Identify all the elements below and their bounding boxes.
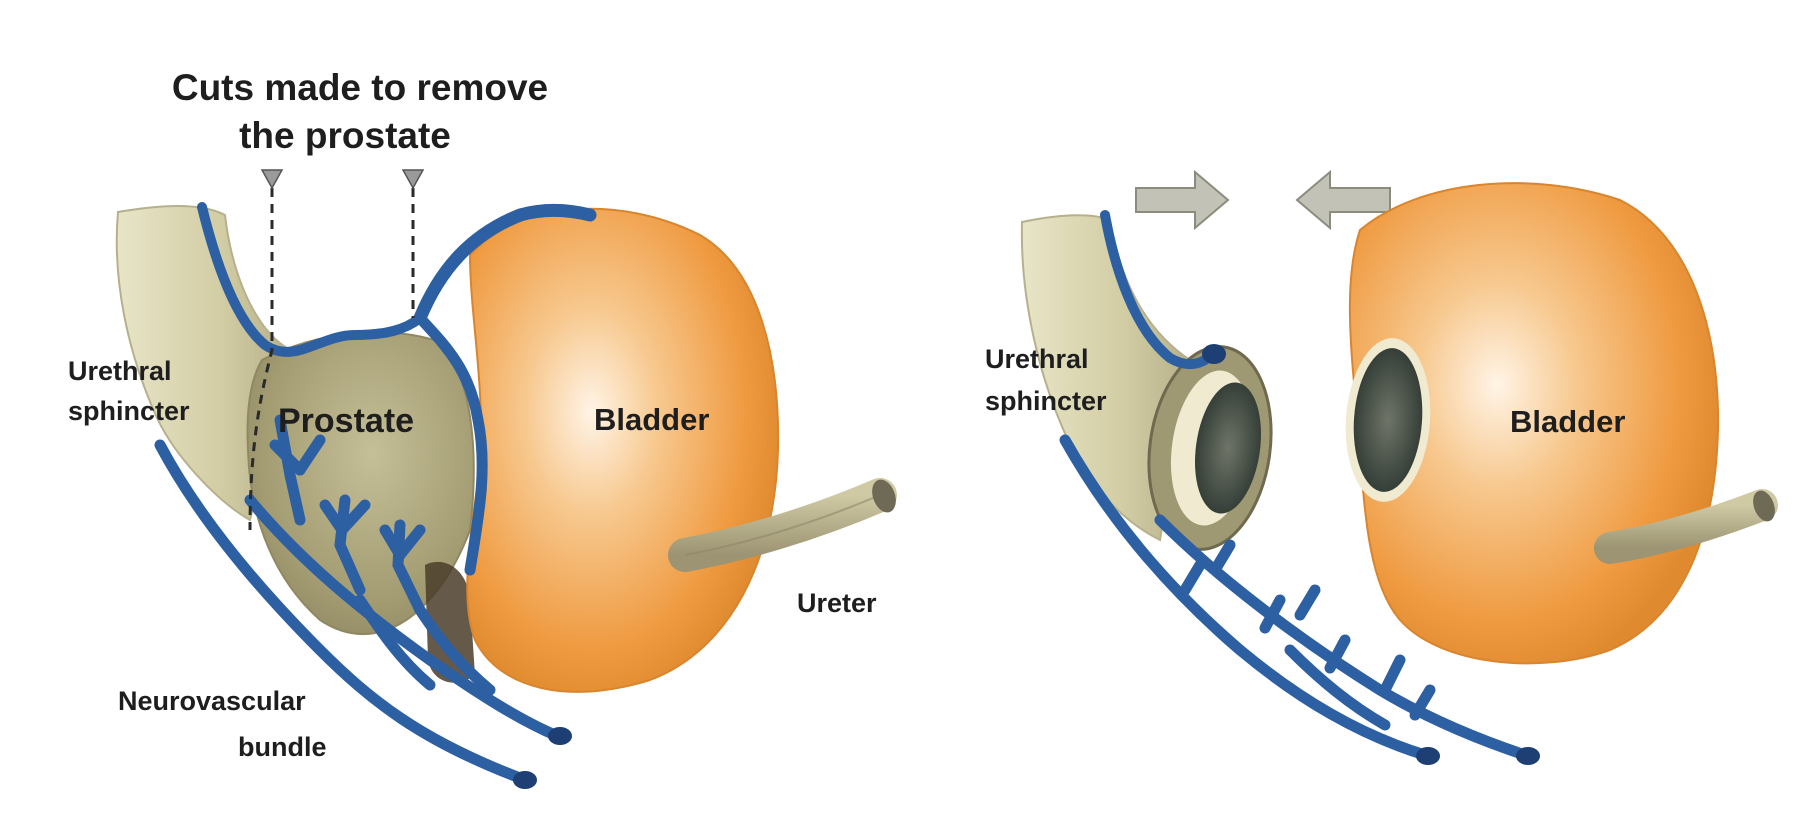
left-upper-vessel xyxy=(197,202,425,357)
right-arrow-pointing-left-icon xyxy=(1295,169,1391,231)
left-ureter-label: Ureter xyxy=(797,588,877,618)
left-bladder-neck-vessel xyxy=(413,203,597,325)
right-urethral-label-line2: sphincter xyxy=(985,386,1107,416)
left-prostate-bladder-vessel xyxy=(414,312,488,576)
right-ureter-opening xyxy=(1753,490,1775,522)
right-upper-vessel xyxy=(1100,210,1217,370)
right-ureter-shape xyxy=(1594,489,1778,564)
right-urethral-label-line1: Urethral xyxy=(985,344,1089,374)
left-caption-line1: Cuts made to remove xyxy=(172,67,548,108)
left-bundle-end-1 xyxy=(513,771,537,789)
right-bladder-neck-opening xyxy=(1353,348,1423,492)
left-seminal-vesicle-shape xyxy=(425,561,475,683)
left-cut-marker-2 xyxy=(401,169,425,190)
right-bundle-end-1 xyxy=(1416,747,1440,765)
right-arrow-pointing-right-icon xyxy=(1135,169,1230,231)
right-urethral-stump-opening xyxy=(1195,382,1261,514)
left-bladder-label: Bladder xyxy=(594,402,709,437)
left-neuro-label-line2: bundle xyxy=(238,732,327,762)
left-urethral-label-line2: sphincter xyxy=(68,396,190,426)
left-neurovascular-bundle xyxy=(154,414,561,784)
left-ureter-opening xyxy=(872,479,896,513)
left-urethral-label-line1: Urethral xyxy=(68,356,172,386)
left-cut-lines xyxy=(248,169,425,531)
right-approach-arrows xyxy=(1135,169,1391,231)
left-cut-marker-1 xyxy=(260,169,284,190)
right-bundle-end-2 xyxy=(1516,747,1540,765)
left-caption-line2: the prostate xyxy=(239,115,451,156)
left-bundle-end-2 xyxy=(548,727,572,745)
right-neurovascular-bundle xyxy=(1059,434,1531,761)
left-cut-line-urethral xyxy=(248,188,274,531)
left-panel: Cuts made to remove the prostate Urethra… xyxy=(68,67,897,789)
left-bladder-shape xyxy=(466,207,780,693)
left-prostate-label: Prostate xyxy=(278,402,414,440)
right-bladder-label: Bladder xyxy=(1510,404,1625,439)
right-panel: Urethral sphincter Bladder xyxy=(985,169,1778,765)
left-neuro-label-line1: Neurovascular xyxy=(118,686,306,716)
